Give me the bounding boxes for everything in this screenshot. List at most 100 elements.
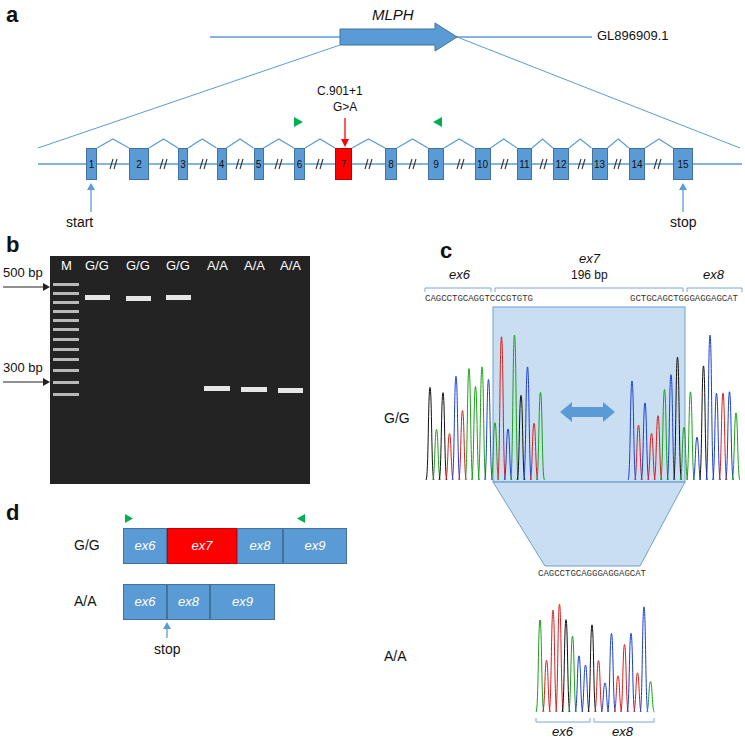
ladder-band [53, 393, 79, 396]
transcript-exon-box: ex9 [210, 584, 275, 620]
chromatogram-peak [459, 411, 467, 480]
exon-number: 3 [180, 159, 186, 170]
genotype-label: G/G [74, 537, 100, 553]
size-label: 300 bp [3, 361, 43, 376]
exon-label: ex8 [703, 268, 724, 283]
start-arrowhead [87, 183, 95, 190]
lane-label: M [61, 259, 72, 274]
transcript-exon-box: ex6 [123, 584, 167, 620]
chromatogram-peak [635, 425, 643, 480]
exon-number: 5 [256, 159, 262, 170]
exon-box: 13 [592, 148, 608, 180]
break-mark [654, 159, 661, 169]
gel-band [85, 295, 110, 300]
ladder-lane [53, 283, 79, 396]
intron-connector [569, 139, 592, 148]
mutation-label: G>A [333, 101, 357, 115]
deletion-funnel [493, 482, 685, 566]
exon-box: 4 [217, 148, 227, 180]
size-pointer-head [43, 378, 50, 386]
size-pointer [3, 286, 45, 287]
gel-band [166, 295, 191, 300]
sequence-text: GCTGCAGCTGGGAGGAGCAT [630, 294, 738, 304]
genotype-label: A/A [74, 593, 97, 609]
chromatogram-peak [517, 395, 525, 480]
exon-box: 14 [629, 148, 645, 180]
stop-arrow [166, 628, 167, 638]
zoom-line [457, 37, 740, 148]
primer-forward [125, 514, 133, 523]
intron-connector [444, 139, 475, 148]
chromatogram-peak [601, 683, 609, 712]
primer-reverse [433, 117, 442, 127]
exon-number: 8 [388, 159, 394, 170]
sequence-text: CAGCCTGCAGGTCCCGTGTG [425, 294, 533, 304]
chromatogram-peak [433, 430, 441, 480]
primer-forward [294, 117, 303, 127]
chromatogram-peak [732, 413, 740, 480]
chromatogram-peak [537, 392, 545, 480]
genotype-label: G/G [384, 410, 410, 426]
ladder-band [53, 328, 79, 331]
mutation-arrowhead [341, 139, 349, 147]
intron-connector [264, 139, 295, 148]
chromatogram-peak [491, 423, 499, 480]
chromatogram-peak [478, 367, 486, 480]
zoom-line [38, 45, 340, 148]
sample-bands [85, 295, 303, 393]
exon-number: 12 [555, 159, 566, 170]
gel-band [241, 387, 267, 392]
exon-bracket [594, 718, 654, 722]
exon-number: 13 [594, 159, 605, 170]
chromatogram-peak [700, 366, 708, 480]
transcript-exon-box: ex8 [237, 528, 283, 564]
chromatogram-peak [719, 393, 727, 480]
intron-connector [227, 139, 254, 148]
break-mark [457, 159, 464, 169]
ladder-band [53, 348, 79, 351]
exon-number: 1 [89, 159, 95, 170]
lane-label: G/G [85, 259, 109, 274]
stop-arrowhead [679, 183, 687, 190]
exon-number: 7 [341, 159, 347, 170]
panel-letter: c [440, 238, 452, 263]
chromatogram-peak [627, 633, 635, 712]
scaffold-id: GL896909.1 [597, 29, 669, 44]
size-label: 500 bp [3, 266, 43, 281]
chromatogram-gg [426, 335, 740, 480]
chromatogram-peak [582, 665, 590, 712]
panel-letter: b [6, 232, 19, 257]
break-mark [110, 159, 117, 169]
break-mark [540, 159, 547, 169]
chromatogram-peak [641, 403, 649, 480]
chromatogram-peak [439, 393, 447, 480]
transcript-exon-box: ex6 [123, 528, 167, 564]
chromatogram-peak [543, 660, 551, 712]
exon-number: 9 [433, 159, 439, 170]
chromatogram-peak [667, 375, 675, 480]
exon-box: 12 [553, 148, 569, 180]
ladder-band [53, 338, 79, 341]
size-pointer [3, 381, 45, 382]
lane-label: A/A [207, 259, 228, 274]
break-mark [316, 159, 323, 169]
chromatogram-peak [640, 607, 648, 712]
stop-label: stop [670, 214, 696, 230]
break-mark [365, 159, 372, 169]
chromatogram-peak [634, 673, 642, 712]
exon-bracket [536, 718, 590, 722]
chromatogram-peak [687, 392, 695, 480]
exon-bracket [425, 288, 491, 292]
chromatogram-peak [726, 392, 734, 480]
lane-label: A/A [280, 259, 301, 274]
lane-label: A/A [244, 259, 265, 274]
gel-band [278, 388, 303, 393]
chromatogram-peak [621, 644, 629, 712]
exon-label: ex8 [612, 725, 633, 740]
transcript-exon-box: ex7 [167, 528, 237, 564]
chromatogram-peak [595, 661, 603, 712]
gene-name: MLPH [372, 6, 414, 23]
exon-box: 8 [385, 148, 397, 180]
intron-connector [645, 139, 673, 148]
exon-number: 15 [677, 159, 688, 170]
